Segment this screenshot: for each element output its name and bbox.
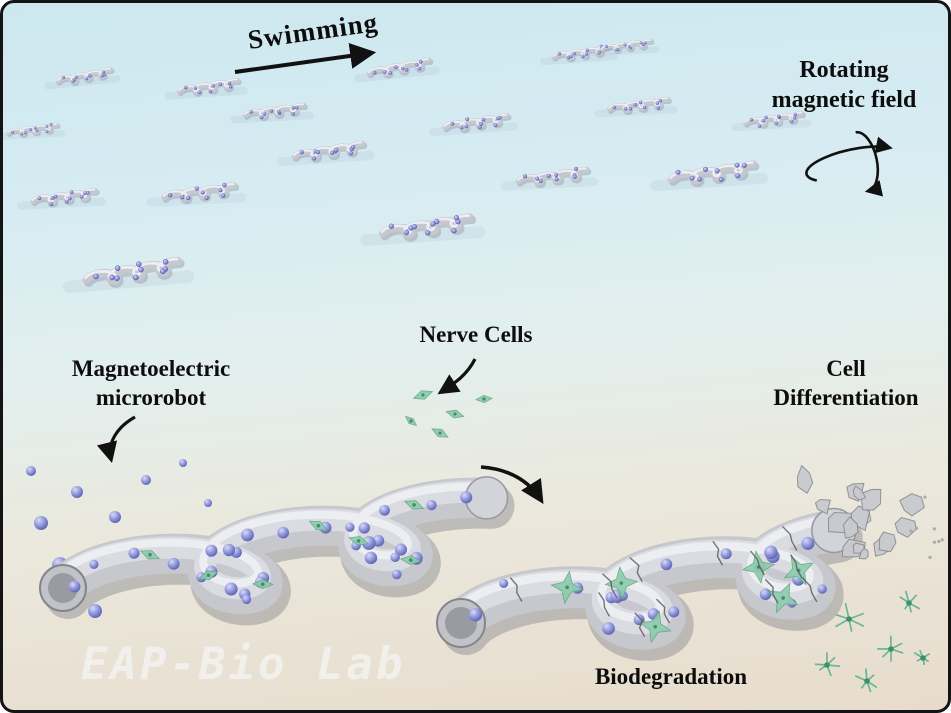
rotating-field-icon [805,130,893,197]
swimming-arrow-icon [234,43,377,74]
transition-arrow-icon [480,465,544,504]
microrobot-arrow-icon [96,415,136,464]
nerve-cells-label: Nerve Cells [419,322,533,347]
lab-watermark: EAP-Bio Lab [81,639,406,690]
biodegrading-microrobot [436,507,863,661]
microrobot-line2: microrobot [95,384,207,410]
cell-differentiation-label: Cell Differentiation [743,355,948,413]
illustration-canvas [3,38,944,693]
nerve-cells-arrow-icon [437,358,477,395]
background-robots [3,38,812,294]
debris-fragments [796,464,944,560]
floating-nerve-cells [404,390,493,438]
microrobot-label: Magnetoelectric microrobot [25,355,277,413]
cell-differentiation-line2: Differentiation [773,384,919,410]
large-microrobot [39,476,515,626]
differentiated-neurons [814,590,931,693]
rotating-field-line1: Rotating [799,57,889,83]
cell-differentiation-line1: Cell [826,356,866,381]
microrobot-line1: Magnetoelectric [71,356,231,381]
biodegradation-label: Biodegradation [594,664,748,689]
rotating-field-label: Rotating magnetic field [738,55,948,115]
rotating-field-line2: magnetic field [771,87,917,113]
